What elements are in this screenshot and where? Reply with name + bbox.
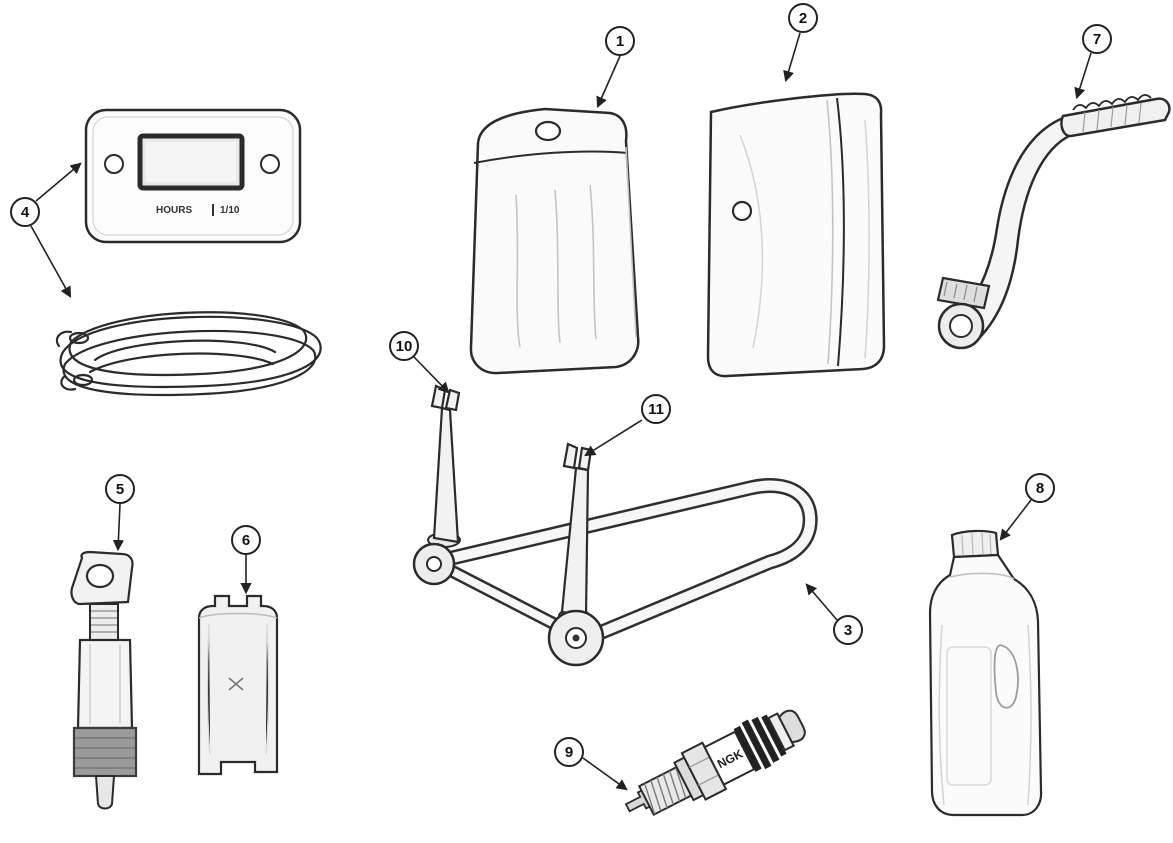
hour-meter-unit: 1/10 <box>220 205 240 216</box>
callout-8-number: 8 <box>1035 479 1045 497</box>
callout-3-number: 3 <box>843 621 853 639</box>
storage-bag-drawing <box>706 92 886 378</box>
oil-bottle-drawing <box>928 529 1043 817</box>
flap-seam <box>473 150 629 164</box>
bottle-cap <box>950 529 1000 559</box>
spark-plug-drawing: NGK <box>624 709 806 817</box>
callout-2[interactable]: 2 <box>788 3 818 33</box>
callout-5[interactable]: 5 <box>105 474 135 504</box>
threaded-neck <box>89 603 119 641</box>
screw-left-icon <box>104 154 124 174</box>
paddock-stand-drawing <box>412 384 818 667</box>
bag-outline <box>706 92 886 378</box>
callout-4[interactable]: 4 <box>10 197 40 227</box>
callout-4-number: 4 <box>20 203 30 221</box>
callout-7-number: 7 <box>1092 30 1102 48</box>
foot-peg <box>1060 97 1171 138</box>
bottle-body <box>928 553 1043 817</box>
clamp-bore <box>949 314 973 338</box>
stand-roller-left <box>412 542 456 586</box>
callout-8[interactable]: 8 <box>1025 473 1055 503</box>
stand-fork-left <box>427 384 461 548</box>
callout-9-number: 9 <box>564 743 574 761</box>
callout-3[interactable]: 3 <box>833 615 863 645</box>
castle-socket-tool-drawing <box>197 594 279 776</box>
callout-10[interactable]: 10 <box>389 331 419 361</box>
cylinder-tool-drawing <box>70 550 138 810</box>
knurled-band <box>72 726 138 778</box>
callout-11-number: 11 <box>648 400 664 418</box>
callout-1-number: 1 <box>615 32 625 50</box>
callout-9[interactable]: 9 <box>554 737 584 767</box>
stand-tubes <box>435 478 818 640</box>
callout-11[interactable]: 11 <box>641 394 671 424</box>
callout-1[interactable]: 1 <box>605 26 635 56</box>
tool-tip <box>94 775 116 810</box>
snap-button-icon <box>534 120 562 142</box>
stand-wheel <box>547 609 605 667</box>
screw-right-icon <box>260 154 280 174</box>
hour-meter-drawing: HOURS 1/10 <box>84 108 302 244</box>
callout-2-number: 2 <box>798 9 808 27</box>
socket-marking <box>228 677 244 691</box>
callout-5-number: 5 <box>115 480 125 498</box>
eye-hole <box>85 563 115 589</box>
tool-pouch-drawing <box>469 107 640 375</box>
peg-knurling <box>1072 94 1152 111</box>
bottle-label <box>946 646 992 786</box>
kick-start-lever-drawing <box>936 94 1171 350</box>
wiring-harness-drawing <box>55 311 322 397</box>
clamp-boss <box>936 276 991 310</box>
callout-7[interactable]: 7 <box>1082 24 1112 54</box>
insulator-ribs <box>733 714 787 772</box>
callout-6[interactable]: 6 <box>231 525 261 555</box>
pouch-outline <box>469 107 640 375</box>
callout-6-number: 6 <box>241 531 251 549</box>
bag-fold <box>836 97 845 367</box>
hour-meter-label: HOURS <box>156 205 192 216</box>
tool-body <box>76 638 134 730</box>
snap-button-icon <box>731 200 753 222</box>
callout-10-number: 10 <box>395 337 413 355</box>
bottle-grip <box>993 644 1019 709</box>
terminal-nut <box>777 709 806 744</box>
